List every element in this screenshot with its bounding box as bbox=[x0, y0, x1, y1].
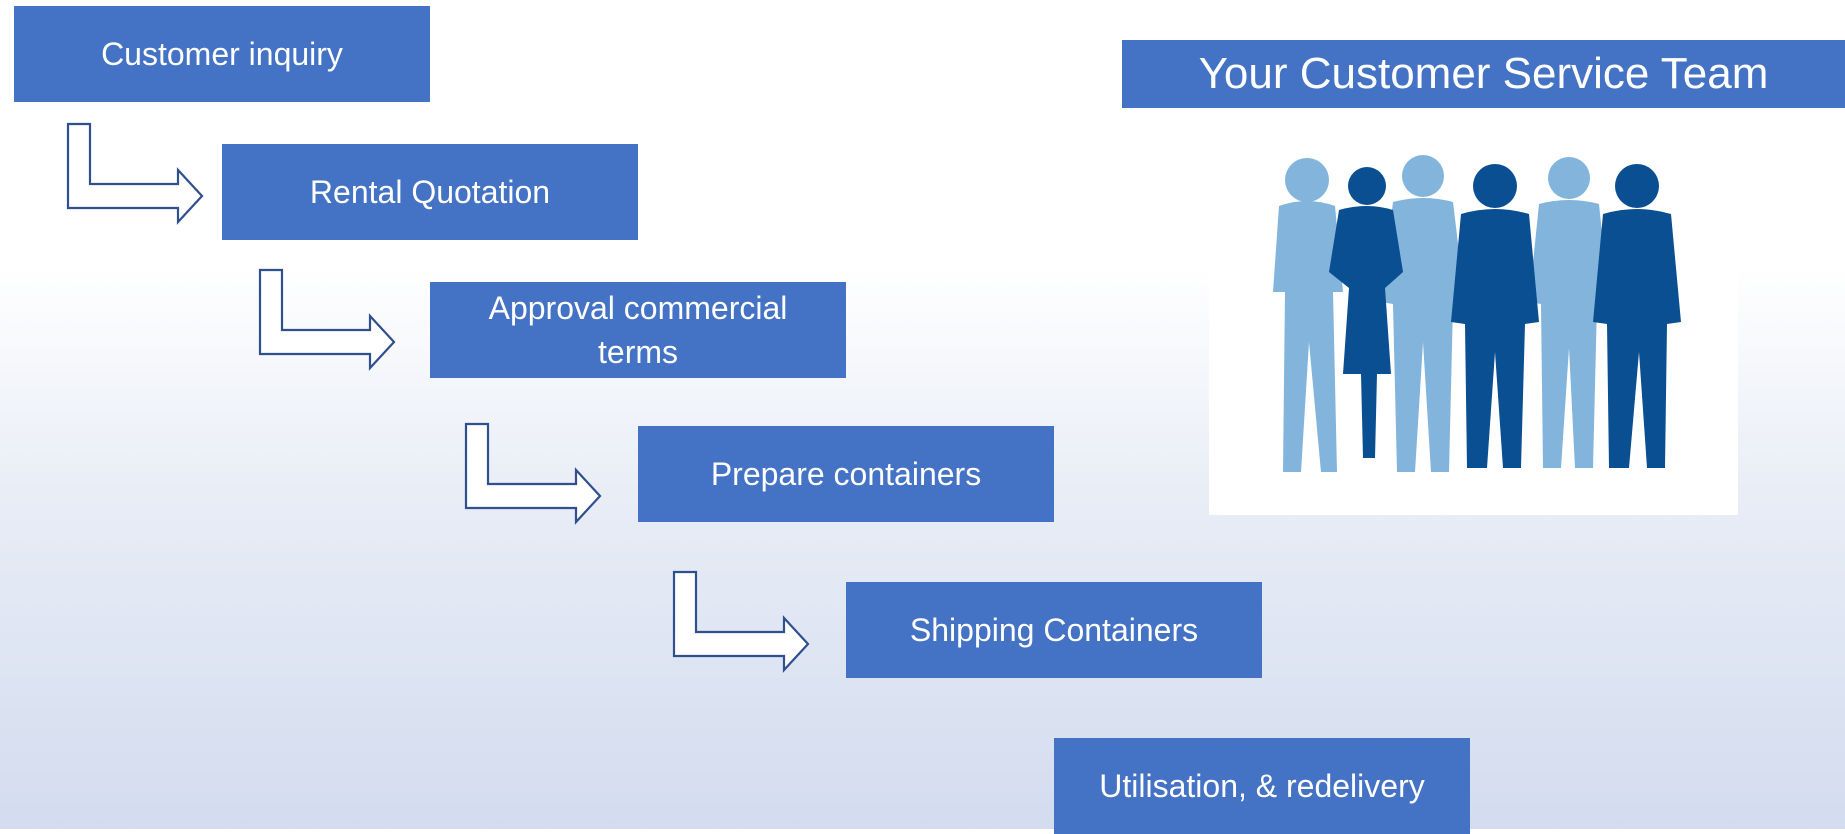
team-title-text: Your Customer Service Team bbox=[1198, 49, 1769, 98]
bent-arrow-icon bbox=[672, 570, 810, 673]
step-label: Prepare containers bbox=[710, 456, 982, 492]
bent-arrow-icon bbox=[258, 268, 396, 371]
people-silhouettes-icon bbox=[1273, 155, 1681, 472]
step-label: Approval commercial terms bbox=[488, 290, 788, 370]
step-label: Shipping Containers bbox=[909, 612, 1199, 648]
step-prepare-containers: Prepare containers bbox=[638, 426, 1054, 522]
team-title: Your Customer Service Team bbox=[1122, 40, 1845, 108]
step-label: Rental Quotation bbox=[309, 174, 551, 210]
team-image bbox=[1209, 142, 1738, 515]
step-customer-inquiry: Customer inquiry bbox=[14, 6, 430, 102]
bent-arrow-icon bbox=[66, 122, 204, 225]
step-shipping-containers: Shipping Containers bbox=[846, 582, 1262, 678]
step-rental-quotation: Rental Quotation bbox=[222, 144, 638, 240]
step-approval-commercial-terms: Approval commercial terms bbox=[430, 282, 846, 378]
step-utilisation-redelivery: Utilisation, & redelivery bbox=[1054, 738, 1470, 834]
step-label: Customer inquiry bbox=[101, 36, 343, 72]
bent-arrow-icon bbox=[464, 422, 602, 525]
step-label: Utilisation, & redelivery bbox=[1099, 768, 1425, 804]
